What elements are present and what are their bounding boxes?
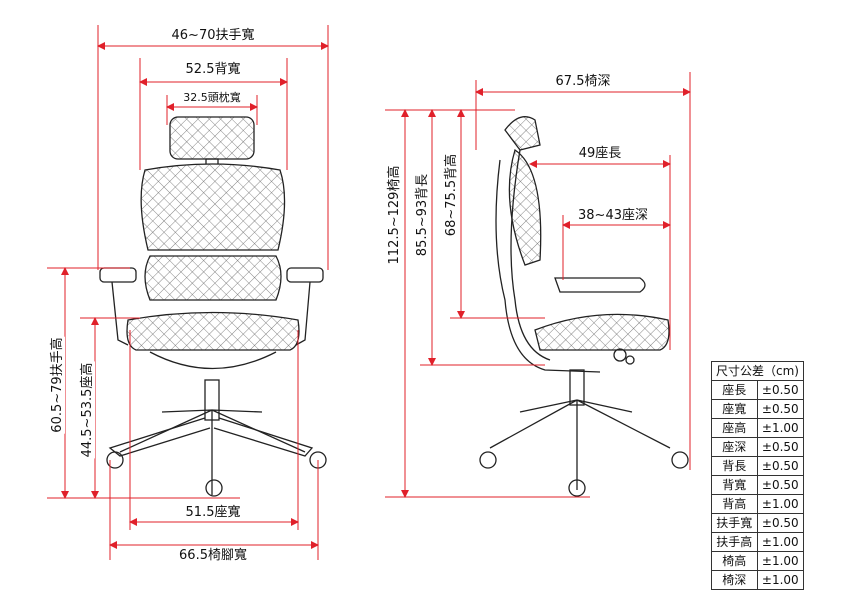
seat-depth-label: 38~43座深 [577,208,649,223]
table-row: 椅深±1.00 [711,570,804,590]
table-row: 背高±1.00 [711,494,804,514]
tolerance-value: ±1.00 [756,418,804,438]
front-view-chair [99,116,327,497]
tolerance-value: ±1.00 [756,532,804,552]
tolerance-item: 座高 [711,418,758,438]
tolerance-value: ±0.50 [756,399,804,419]
tolerance-value: ±0.50 [756,475,804,495]
table-row: 座深±0.50 [711,437,804,457]
tolerance-item: 扶手高 [711,532,758,552]
tolerance-item: 座深 [711,437,758,457]
table-row: 背長±0.50 [711,456,804,476]
tolerance-item: 扶手寬 [711,513,758,533]
seat-width-label: 51.5座寬 [184,505,242,520]
table-row: 扶手寬±0.50 [711,513,804,533]
tolerance-item: 座長 [711,380,758,400]
table-row: 椅高±1.00 [711,551,804,571]
tolerance-value: ±1.00 [756,494,804,514]
tolerance-value: ±0.50 [756,380,804,400]
tolerance-item: 座寬 [711,399,758,419]
tolerance-value: ±1.00 [756,551,804,571]
tolerance-item: 椅深 [711,570,758,590]
armrest-height-label: 60.5~79扶手高 [50,336,65,434]
back-height-label: 68~75.5背高 [444,152,459,238]
table-row: 座長±0.50 [711,380,804,400]
chair-height-label: 112.5~129椅高 [387,164,402,266]
tolerance-value: ±1.00 [756,570,804,590]
tolerance-value: ±0.50 [756,456,804,476]
tolerance-item: 背寬 [711,475,758,495]
table-row: 扶手高±1.00 [711,532,804,552]
back-length-label: 85.5~93背長 [415,172,430,258]
tolerance-item: 椅高 [711,551,758,571]
table-row: 背寬±0.50 [711,475,804,495]
base-width-label: 66.5椅腳寬 [178,548,248,563]
armrest-width-label: 46~70扶手寬 [170,28,256,43]
seat-length-label: 49座長 [577,146,623,161]
tolerance-value: ±0.50 [756,437,804,457]
tolerance-item: 背高 [711,494,758,514]
chair-depth-label: 67.5椅深 [554,74,612,89]
seat-height-label: 44.5~53.5座高 [80,361,95,459]
tolerance-item: 背長 [711,456,758,476]
headrest-width-label: 32.5頭枕寬 [182,91,242,105]
table-row: 座寬±0.50 [711,399,804,419]
back-width-label: 52.5背寬 [184,62,242,77]
tolerance-value: ±0.50 [756,513,804,533]
table-row: 座高±1.00 [711,418,804,438]
side-view-chair [479,116,689,497]
tolerance-table-header: 尺寸公差（cm) [711,361,804,381]
dimension-lines [47,25,691,560]
